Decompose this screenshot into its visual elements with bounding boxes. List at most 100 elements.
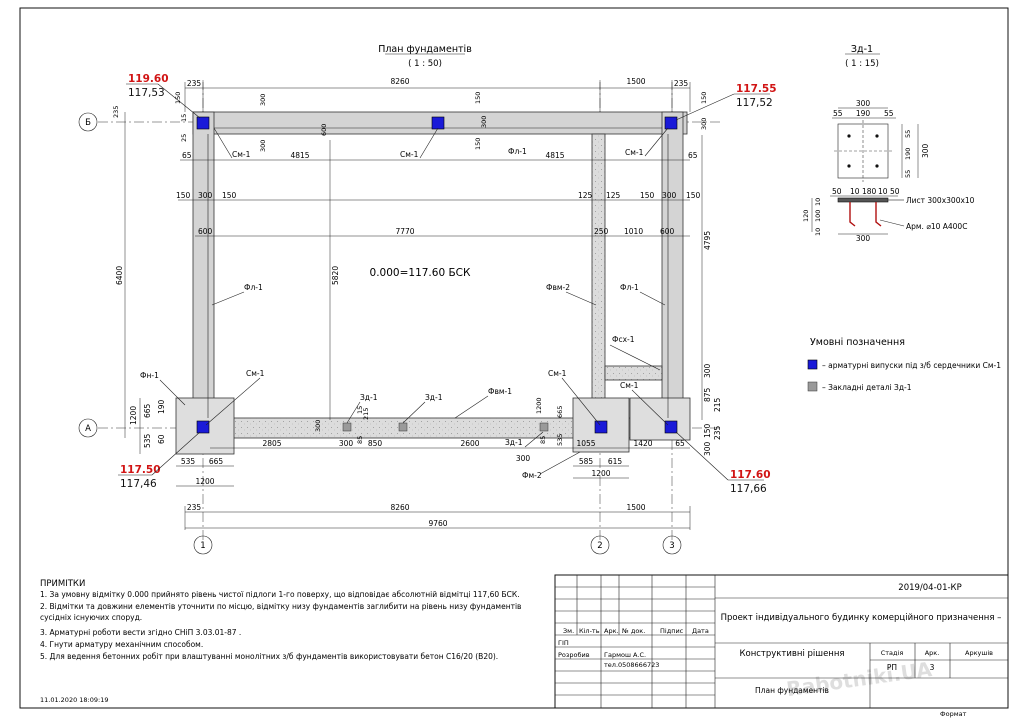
rebar-label: Арм. ⌀10 А400С <box>906 222 967 231</box>
dim-text: 300 <box>516 454 531 463</box>
datum-label: 0.000=117.60 БСК <box>370 267 471 279</box>
dim-text: 300 <box>314 420 322 432</box>
plan-title: План фундаментів <box>378 44 472 55</box>
axis-2-label: 2 <box>597 541 602 551</box>
note-line: сусідніх існуючих споруд. <box>40 613 142 622</box>
dim-text: 60 <box>157 434 166 444</box>
note-line: 1. За умовну відмітку 0.000 прийнято рів… <box>40 590 520 599</box>
axis-a-bubble <box>78 418 98 438</box>
stamp-person: Гармош А.С. <box>604 651 646 659</box>
dims-top: 235 8260 1500 235 150 300 600 300 150 30… <box>112 77 708 237</box>
legend-swatch-embed <box>807 381 818 392</box>
axis-b-label: Б <box>85 118 91 128</box>
dim-text: 300 <box>921 143 930 158</box>
label-fl: Фл-1 <box>620 283 639 292</box>
dim-text: 665 <box>143 403 152 418</box>
label-zd: Зд-1 <box>360 393 378 402</box>
dim-text: 25 <box>180 134 188 142</box>
dim-text: 150 <box>640 191 655 200</box>
elev-tr-black: 117,52 <box>736 97 773 109</box>
elev-tl-black: 117,53 <box>128 87 165 99</box>
dim-text: 55 <box>904 130 912 138</box>
elevation-marks: 119.60 117,53 117.55 117,52 117.50 117,4… <box>118 73 777 495</box>
stamp-phone: тел.0508666723 <box>604 661 659 669</box>
rebar-marker <box>664 116 678 130</box>
dim-text: 1200 <box>535 397 543 414</box>
axis-3-label: 3 <box>669 541 674 551</box>
pad-a3 <box>629 397 691 441</box>
embed-marker <box>398 422 408 432</box>
dim-text: 1500 <box>626 503 645 512</box>
elev-br-red: 117.60 <box>730 469 771 481</box>
axis-2-bubble <box>590 535 610 555</box>
dim-text: 5820 <box>331 266 340 285</box>
stamp-stage-header: Стадія <box>881 649 904 657</box>
label-cm: См-1 <box>548 369 567 378</box>
stamp-header: Арк. <box>604 627 619 635</box>
detail-title: Зд-1 <box>851 44 873 55</box>
dim-text: 300 <box>480 116 488 128</box>
legend-swatch-rebar <box>807 359 818 370</box>
dim-text: 4815 <box>290 151 309 160</box>
dim-text: 50 <box>890 187 900 196</box>
rebar-marker <box>196 116 210 130</box>
dim-text: 150 <box>222 191 237 200</box>
stamp-stage: РП <box>887 663 897 672</box>
dim-text: 100 <box>814 210 822 222</box>
rebar-marker <box>431 116 445 130</box>
elev-tl-red: 119.60 <box>128 73 169 85</box>
label-fm: Фм-2 <box>522 471 542 480</box>
watermark: Rabotniki.UA <box>785 657 934 701</box>
dim-text: 300 <box>198 191 213 200</box>
axis-1-label: 1 <box>200 541 205 551</box>
dim-text: 7770 <box>395 227 414 236</box>
stamp-format: Формат <box>940 710 967 718</box>
dim-text: 615 <box>608 457 623 466</box>
dim-text: 190 <box>856 109 871 118</box>
rebar-marker <box>664 420 678 434</box>
legend-item-rebar: – арматурні випуски під з/б сердечники С… <box>822 361 1001 370</box>
dim-text: 2600 <box>460 439 479 448</box>
stamp-sheets-header: Аркушів <box>965 649 993 657</box>
dim-text: 1500 <box>626 77 645 86</box>
element-labels: См-1 См-1 См-1 Фл-1 Фл-1 Фл-1 Фвм-2 Фсх-… <box>140 127 669 480</box>
dim-text: 120 <box>802 210 810 222</box>
dim-text: 535 <box>143 433 152 448</box>
stamp-header: № док. <box>621 627 645 635</box>
axis-3-bubble <box>662 535 682 555</box>
label-fvm: Фвм-1 <box>488 387 512 396</box>
label-zd: Зд-1 <box>505 438 523 447</box>
dim-text: 300 <box>259 140 267 152</box>
elev-bl-black: 117,46 <box>120 478 157 490</box>
legend: Умовні позначення – арматурні випуски пі… <box>807 337 1001 392</box>
dim-text: 8260 <box>390 503 409 512</box>
dim-text: 50 <box>832 187 842 196</box>
dim-text: 300 <box>700 118 708 130</box>
dim-text: 180 <box>862 187 877 196</box>
wall-left <box>192 111 215 439</box>
rebar-marker <box>594 420 608 434</box>
dim-text: 235 <box>112 106 120 118</box>
dim-text: 190 <box>904 148 912 160</box>
detail-zd1: Зд-1 ( 1 : 15) 300 55 190 55 55 190 55 3… <box>802 44 975 243</box>
dim-text: 1200 <box>129 406 138 425</box>
axis-1-bubble <box>193 535 213 555</box>
label-fsx: Фсх-1 <box>612 335 635 344</box>
dim-text: 55 <box>833 109 843 118</box>
notes-title: ПРИМІТКИ <box>40 579 85 589</box>
stamp-developer: Розробив <box>558 651 590 659</box>
plate-section <box>837 197 889 203</box>
stamp-code: 2019/04-01-КР <box>898 583 961 593</box>
stamp-sheet-header: Арк. <box>925 649 940 657</box>
wall-stair <box>604 365 663 381</box>
dim-text: 150 <box>700 92 708 104</box>
stamp-header: Кіл-ть <box>579 627 600 635</box>
rebar-marker <box>196 420 210 434</box>
dim-text: 150 <box>703 423 712 438</box>
dim-text: 300 <box>703 363 712 378</box>
dim-text: 300 <box>662 191 677 200</box>
dim-text: 1420 <box>633 439 652 448</box>
dim-text: 6400 <box>115 266 124 285</box>
wall-axis2 <box>591 133 606 425</box>
